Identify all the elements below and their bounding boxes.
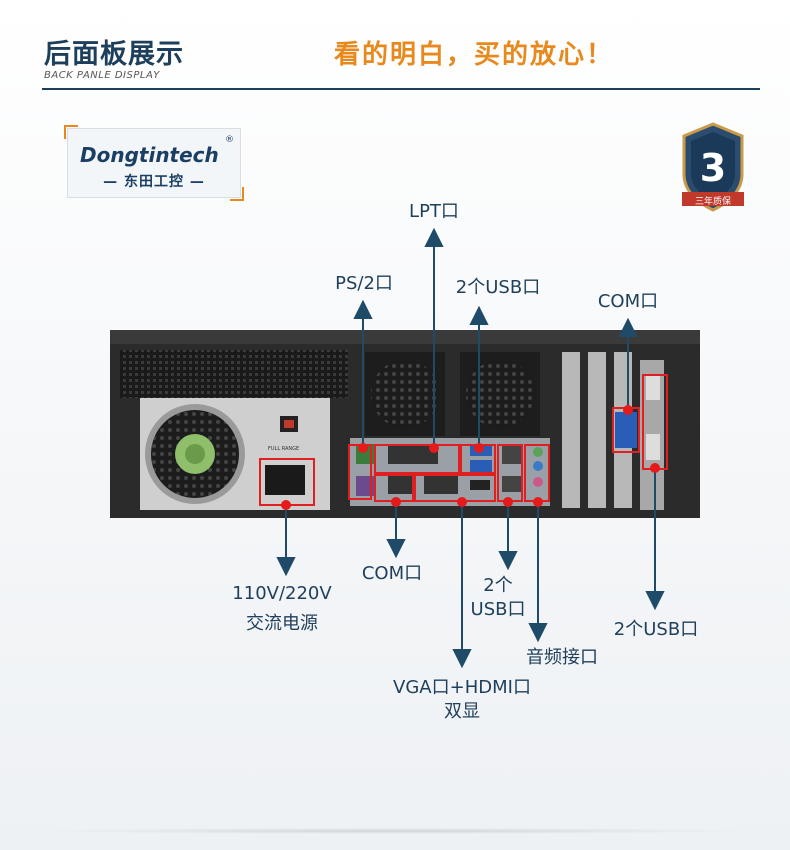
label-com-bottom: COM口 [361,563,423,584]
shield-badge-icon [682,122,744,212]
label-audio: 音频接口 [526,647,598,668]
label-usb-bottom-count: 2个 [483,575,513,596]
header-divider [42,88,760,90]
label-usb-right: 2个USB口 [613,619,699,640]
marker-dot [457,497,467,507]
marker-dot [391,497,401,507]
marker-dot [650,463,660,473]
highlight-lpt [374,444,460,474]
logo-corner [64,125,78,139]
label-usb-bottom: USB口 [470,599,526,620]
label-power-voltage: 110V/220V [232,583,332,604]
psu-label: FULL RANGE [268,446,299,452]
page-subtitle: BACK PANLE DISPLAY [44,70,160,81]
logo-chinese-text: — 东田工控 — [103,174,205,190]
warranty-badge: 3 三年质保 [680,122,746,216]
marker-dot [358,443,368,453]
label-ps2: PS/2口 [335,273,393,294]
label-com-right: COM口 [597,291,659,312]
marker-dot [533,497,543,507]
page-title: 后面板展示 [44,39,184,70]
label-lpt: LPT口 [409,201,459,222]
label-power-ac: 交流电源 [246,613,318,634]
slogan: 看的明白，买的放心！ [334,40,615,70]
marker-dot [474,443,484,453]
marker-dot [429,443,439,453]
warranty-number: 3 [699,146,727,190]
logo-corner [230,187,244,201]
label-vga-hdmi: VGA口+HDMI口 [393,677,531,698]
marker-dot [623,405,633,415]
warranty-label: 三年质保 [694,197,731,207]
footer-shadow [30,828,760,834]
logo-brand-text: Dongtintech [80,143,219,167]
highlight-vga-hdmi [414,474,496,502]
label-dual-display: 双显 [444,701,480,722]
logo-registered-mark: ® [225,135,234,145]
brand-logo: Dongtintech ® — 东田工控 — [64,125,244,201]
marker-dot [281,500,291,510]
label-usb-top: 2个USB口 [455,277,541,298]
marker-dot [503,497,513,507]
